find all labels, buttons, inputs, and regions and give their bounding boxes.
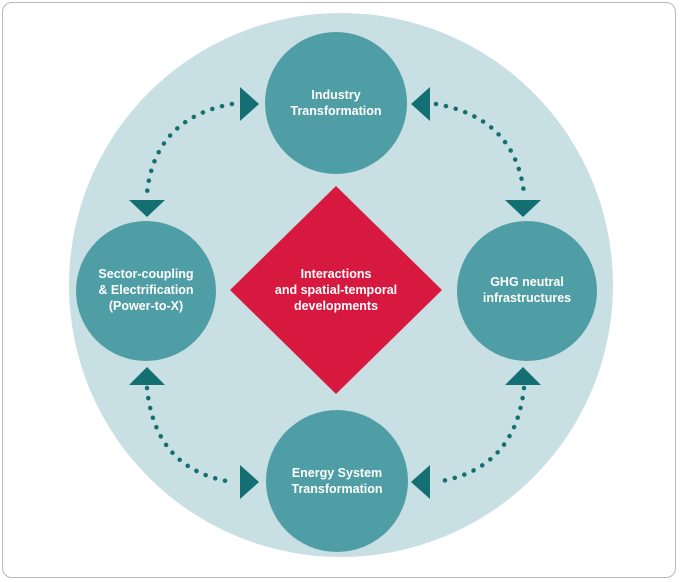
left-node-label-line3: (Power-to-X) [109, 299, 183, 313]
connector-bottom-right [433, 385, 527, 485]
left-node-label-line1: Sector-coupling [98, 267, 193, 281]
node-industry-transformation [265, 32, 407, 174]
arrow-left-to-bottom-node-icon [411, 465, 430, 499]
arrow-up-to-right-node-icon [505, 367, 541, 385]
right-node-label-line1: GHG neutral [490, 275, 564, 289]
right-node-label-line2: infrastructures [483, 291, 571, 305]
connectors [144, 101, 527, 485]
arrow-down-to-right-node-icon [505, 200, 541, 217]
top-node-label-line1: Industry [311, 88, 360, 102]
center-label-line3: developments [294, 299, 378, 313]
bottom-node-label-line1: Energy System [292, 466, 382, 480]
node-energy-system-transformation [266, 410, 408, 552]
arrow-right-to-bottom-node-icon [240, 465, 259, 499]
node-ghg-neutral-infrastructures [457, 221, 597, 361]
arrowheads [129, 87, 541, 499]
center-label-line1: Interactions [301, 267, 372, 281]
center-diamond [230, 186, 442, 394]
connector-bottom-left [144, 385, 235, 485]
arrow-left-to-top-node-icon [411, 87, 430, 121]
center-label-line2: and spatial-temporal [275, 283, 397, 297]
top-node-label-line2: Transformation [291, 104, 382, 118]
left-node-label-line2: & Electrification [98, 283, 193, 297]
node-sector-coupling [76, 221, 216, 361]
connector-top-right [433, 101, 527, 196]
bottom-node-label-line2: Transformation [292, 482, 383, 496]
arrow-down-to-left-node-icon [129, 200, 165, 217]
arrow-right-to-top-node-icon [240, 87, 259, 121]
arrow-up-to-left-node-icon [129, 367, 165, 385]
